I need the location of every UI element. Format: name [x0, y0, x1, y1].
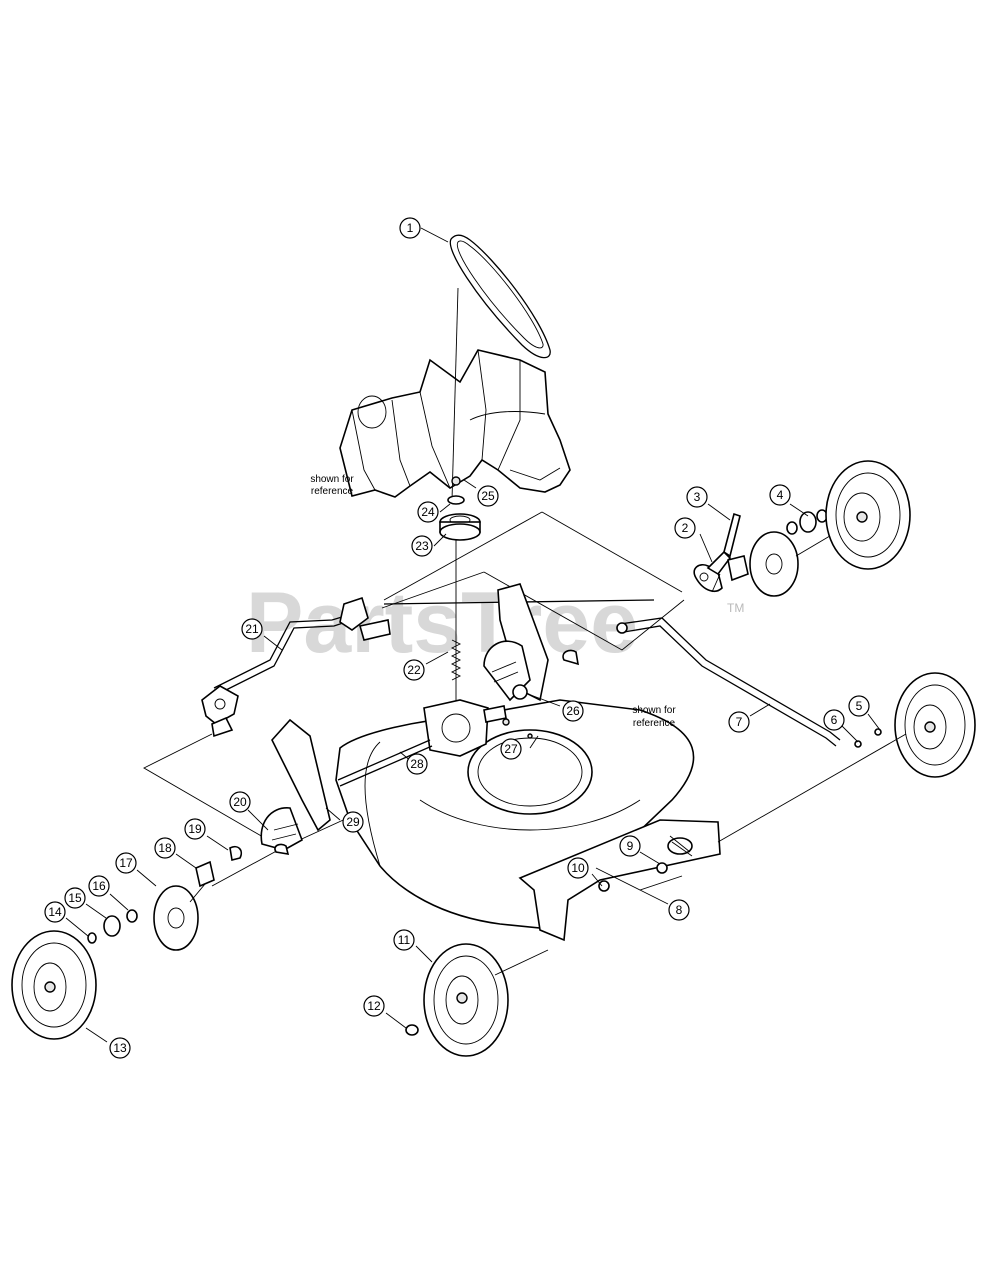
- svg-text:10: 10: [571, 861, 585, 875]
- callout-5: 5: [848, 695, 870, 717]
- svg-text:8: 8: [676, 903, 683, 917]
- left-bracket: [260, 718, 331, 855]
- svg-text:2: 2: [682, 521, 689, 535]
- callout-29: 29: [342, 811, 364, 833]
- svg-text:14: 14: [48, 905, 62, 919]
- callout-9: 9: [619, 835, 641, 857]
- mower-deck: [335, 699, 907, 942]
- wheel-front-center: [405, 943, 549, 1057]
- watermark-text: PartsTree: [246, 575, 638, 671]
- callout-27: 27: [500, 738, 522, 760]
- svg-text:16: 16: [92, 879, 106, 893]
- svg-text:22: 22: [407, 663, 421, 677]
- callout-16: 16: [88, 875, 110, 897]
- svg-text:6: 6: [831, 713, 838, 727]
- svg-text:11: 11: [398, 933, 411, 947]
- height-adjuster-lever: [693, 512, 741, 593]
- svg-text:24: 24: [421, 505, 435, 519]
- right-bracket: [483, 583, 579, 702]
- reference-lines: [143, 511, 685, 887]
- wheel-front-right: [894, 672, 976, 778]
- callout-21: 21: [241, 618, 263, 640]
- svg-text:26: 26: [566, 704, 580, 718]
- callout-15: 15: [64, 887, 86, 909]
- svg-text:28: 28: [410, 757, 424, 771]
- svg-text:29: 29: [346, 815, 360, 829]
- callout-11: 11: [393, 929, 415, 951]
- wheel-rear-right: [825, 460, 911, 570]
- callout-3: 3: [686, 486, 708, 508]
- upper-housing: [339, 287, 571, 501]
- svg-text:9: 9: [627, 839, 634, 853]
- drive-belt: [449, 234, 551, 359]
- callout-19: 19: [184, 818, 206, 840]
- svg-text:21: 21: [245, 622, 259, 636]
- svg-text:23: 23: [415, 539, 429, 553]
- callout-12: 12: [363, 995, 385, 1017]
- height-adjuster-rod: [201, 596, 655, 738]
- callout-18: 18: [154, 837, 176, 859]
- svg-text:20: 20: [233, 795, 247, 809]
- svg-text:3: 3: [694, 490, 701, 504]
- callout-25: 25: [477, 485, 499, 507]
- svg-text:19: 19: [188, 822, 202, 836]
- callout-6: 6: [823, 709, 845, 731]
- upper-reference-note-line2: reference: [311, 486, 354, 497]
- svg-text:7: 7: [736, 715, 743, 729]
- callout-17: 17: [115, 852, 137, 874]
- upper-reference-note-line1: shown for: [310, 474, 354, 485]
- deck-reference-note-line1: shown for: [632, 705, 676, 716]
- transmission: [337, 699, 533, 787]
- callout-14: 14: [44, 901, 66, 923]
- callout-1: 1: [399, 217, 421, 239]
- rear-left-hub-parts: [87, 845, 243, 951]
- svg-text:25: 25: [481, 489, 495, 503]
- callout-8: 8: [668, 899, 690, 921]
- svg-text:4: 4: [777, 488, 784, 502]
- callout-28: 28: [406, 753, 428, 775]
- svg-text:17: 17: [119, 856, 133, 870]
- svg-text:18: 18: [158, 841, 172, 855]
- deck-reference-note-line2: reference: [633, 718, 676, 729]
- callout-23: 23: [411, 535, 433, 557]
- wheel-rear-left: [11, 930, 97, 1040]
- callout-26: 26: [562, 700, 584, 722]
- rear-right-hub-parts: [727, 509, 841, 597]
- svg-text:27: 27: [504, 742, 518, 756]
- svg-text:1: 1: [407, 221, 414, 235]
- svg-text:15: 15: [68, 891, 82, 905]
- callout-20: 20: [229, 791, 251, 813]
- svg-text:12: 12: [367, 999, 381, 1013]
- svg-text:13: 13: [113, 1041, 127, 1055]
- callout-2: 2: [674, 517, 696, 539]
- callout-10: 10: [567, 857, 589, 879]
- callout-24: 24: [417, 501, 439, 523]
- spring: [450, 639, 462, 681]
- callout-22: 22: [403, 659, 425, 681]
- svg-text:5: 5: [856, 699, 863, 713]
- watermark-tm: TM: [727, 601, 744, 615]
- callout-7: 7: [728, 711, 750, 733]
- callout-13: 13: [109, 1037, 131, 1059]
- leader-lines: [65, 227, 881, 1043]
- pulley-assembly: [439, 476, 481, 705]
- rear-axle-rod: [616, 617, 882, 748]
- callout-4: 4: [769, 484, 791, 506]
